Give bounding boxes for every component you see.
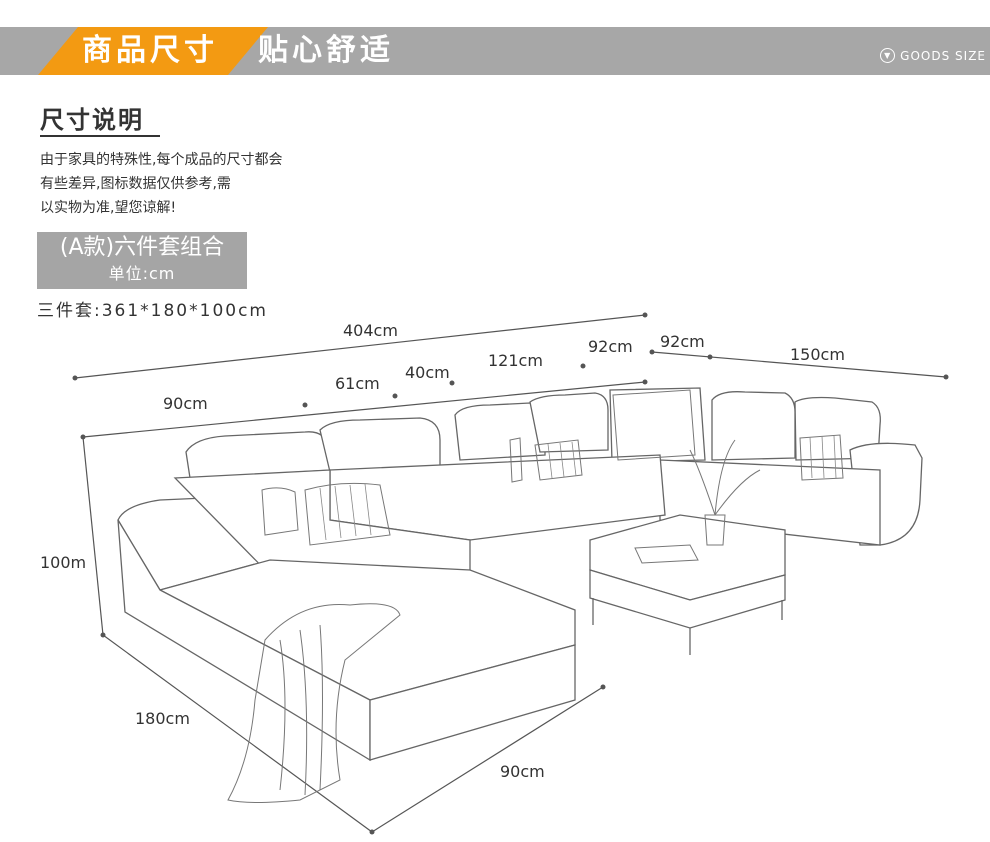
model-name: (A款)六件套组合 — [59, 235, 225, 260]
dim-61-label: 61cm — [335, 374, 380, 393]
dim-depth-label: 180cm — [135, 709, 190, 728]
dimension-lines — [74, 314, 947, 833]
sofa-outline — [117, 387, 923, 762]
note-line: 由于家具的特殊性,每个成品的尺寸都会 — [40, 152, 283, 168]
header-banner-accent — [38, 27, 268, 75]
pillow-stripes — [319, 435, 837, 541]
goods-size-tag: ▼ GOODS SIZE — [880, 48, 986, 63]
dim-total-width-label: 404cm — [343, 321, 398, 340]
banner-title-goods-size: 商品尺寸 — [82, 33, 218, 68]
section-title-underline — [40, 135, 160, 137]
model-unit: 单位:cm — [108, 264, 176, 283]
dim-92b-label: 92cm — [660, 332, 705, 351]
dim-chaise-width-label: 90cm — [500, 762, 545, 781]
section-title: 尺寸说明 — [40, 106, 144, 134]
dim-90-top-label: 90cm — [163, 394, 208, 413]
note-line: 以实物为准,望您谅解! — [40, 200, 177, 216]
pillows — [261, 389, 844, 546]
note-line: 有些差异,图标数据仅供参考,需 — [40, 176, 231, 192]
size-note: 由于家具的特殊性,每个成品的尺寸都会 有些差异,图标数据仅供参考,需 以实物为准… — [40, 148, 282, 220]
vase-flowers — [689, 439, 761, 546]
three-piece-size: 三件套:361*180*100cm — [37, 301, 268, 321]
dim-121-label: 121cm — [488, 351, 543, 370]
dimension-markers — [72, 312, 949, 835]
banner-title-comfort: 贴心舒适 — [258, 33, 394, 68]
table-decor — [634, 544, 699, 564]
model-label-box: (A款)六件套组合 单位:cm — [37, 232, 247, 289]
dim-92a-label: 92cm — [588, 337, 633, 356]
dim-height-label: 100m — [40, 553, 87, 572]
dim-150-label: 150cm — [790, 345, 845, 364]
chevron-down-icon: ▼ — [880, 48, 896, 63]
goods-size-label: GOODS SIZE — [900, 48, 986, 63]
dim-40-label: 40cm — [405, 363, 450, 382]
throw-blanket — [227, 603, 401, 803]
